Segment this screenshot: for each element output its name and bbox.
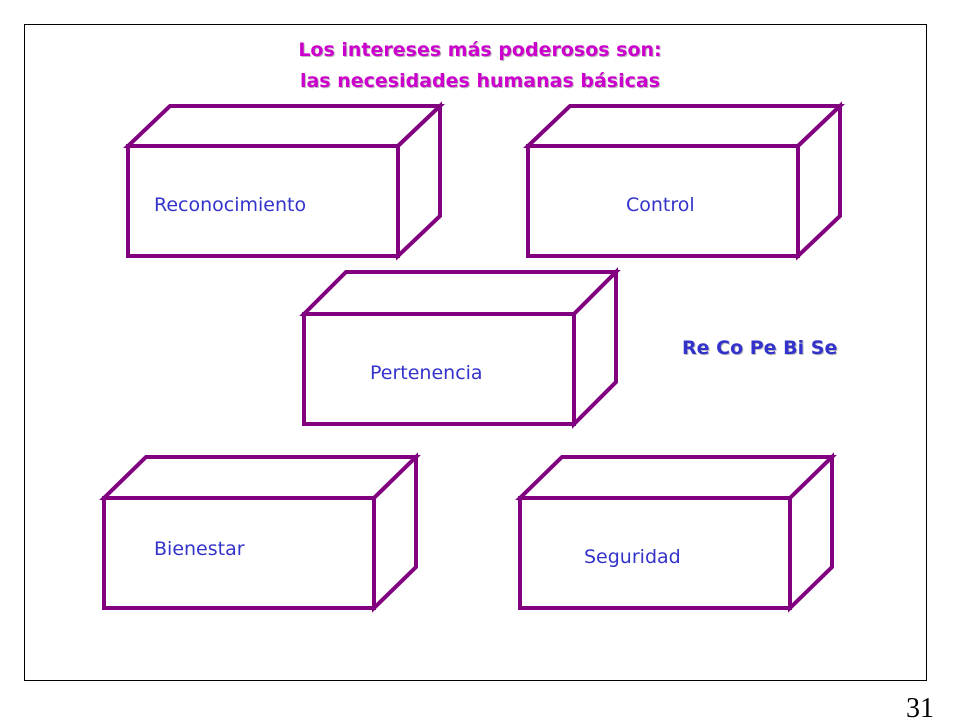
- box-label-seguridad: Seguridad: [584, 546, 681, 568]
- slide-title-line1: Los intereses más poderosos son:: [298, 39, 662, 61]
- box-label-control: Control: [626, 194, 695, 216]
- box-control: Control: [523, 101, 845, 261]
- box-label-reconocimiento: Reconocimiento: [154, 194, 306, 216]
- box-label-pertenencia: Pertenencia: [370, 362, 483, 384]
- slide-title-line2: las necesidades humanas básicas: [299, 70, 661, 92]
- page-number: 31: [906, 693, 934, 724]
- slide-frame: [24, 24, 927, 681]
- box-label-bienestar: Bienestar: [154, 538, 245, 560]
- box-reconocimiento: Reconocimiento: [123, 101, 445, 261]
- box-bienestar: Bienestar: [99, 452, 421, 613]
- box-seguridad: Seguridad: [515, 452, 837, 613]
- box-pertenencia: Pertenencia: [299, 267, 621, 429]
- mnemonic-text: Re Co Pe Bi Se: [682, 337, 838, 359]
